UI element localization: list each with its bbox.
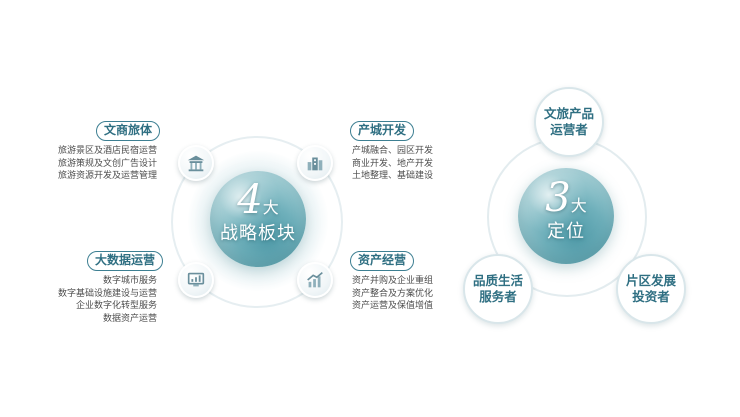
desc-line: 旅游景区及酒店民宿运营 [57, 146, 157, 156]
sector-desc-culture-tourism: 旅游景区及酒店民宿运营 旅游策规及文创广告设计 旅游资源开发及运营管理 [58, 145, 157, 183]
node-line: 运营者 [550, 122, 588, 137]
node-line: 文旅产品 [543, 106, 594, 121]
center-unit: 大 [262, 198, 279, 217]
center-subtitle: 定位 [547, 221, 585, 242]
building-icon [178, 145, 214, 181]
center-sphere-right [518, 168, 614, 264]
sector-tag-culture-tourism: 文商旅体 [96, 121, 161, 141]
city-icon [297, 145, 333, 181]
center-label-left: 4大 战略板块 [210, 180, 306, 244]
desc-line: 数据资产运营 [102, 313, 157, 324]
desc-line: 土地整理、基础建设 [352, 171, 434, 181]
sector-desc-urban-development: 产城融合、园区开发 商业开发、地产开发 土地整理、基础建设 [352, 145, 433, 183]
center-number: 4 [237, 177, 263, 223]
sector-tag-big-data: 大数据运营 [87, 251, 164, 271]
center-number: 3 [545, 175, 571, 221]
desc-line: 数字基础设施建设与运营 [57, 288, 157, 299]
desc-line: 资产整合及方案优化 [352, 288, 434, 299]
desc-line: 商业开发、地产开发 [352, 158, 434, 169]
desc-line: 旅游资源开发及运营管理 [57, 171, 157, 181]
positioning-node-top: 文旅产品 运营者 [534, 87, 604, 157]
sector-desc-big-data: 数字城市服务 数字基础设施建设与运营 企业数字化转型服务 数据资产运营 [58, 275, 157, 325]
center-label-right: 3大 定位 [518, 178, 614, 242]
monitor-chart-icon [178, 262, 214, 298]
center-sphere-left [210, 171, 306, 267]
sector-desc-asset-management: 资产并购及企业重组 资产整合及方案优化 资产运营及保值增值 [352, 275, 433, 313]
growth-chart-icon [297, 262, 333, 298]
outer-ring [171, 136, 343, 308]
desc-line: 产城融合、园区开发 [352, 146, 434, 156]
node-line: 片区发展 [625, 273, 676, 288]
node-line: 投资者 [632, 289, 670, 304]
desc-line: 企业数字化转型服务 [75, 301, 157, 311]
desc-line: 资产并购及企业重组 [352, 276, 434, 286]
positioning-node-right: 片区发展 投资者 [616, 254, 686, 324]
node-line: 服务者 [479, 289, 517, 304]
sector-tag-asset-management: 资产经营 [350, 251, 415, 271]
desc-line: 数字城市服务 [102, 276, 157, 286]
center-subtitle: 战略板块 [220, 223, 296, 244]
center-unit: 大 [570, 196, 587, 215]
desc-line: 资产运营及保值增值 [352, 301, 434, 311]
node-line: 品质生活 [472, 273, 523, 288]
sector-tag-urban-development: 产城开发 [350, 121, 415, 141]
desc-line: 旅游策规及文创广告设计 [57, 158, 157, 169]
positioning-node-left: 品质生活 服务者 [463, 254, 533, 324]
